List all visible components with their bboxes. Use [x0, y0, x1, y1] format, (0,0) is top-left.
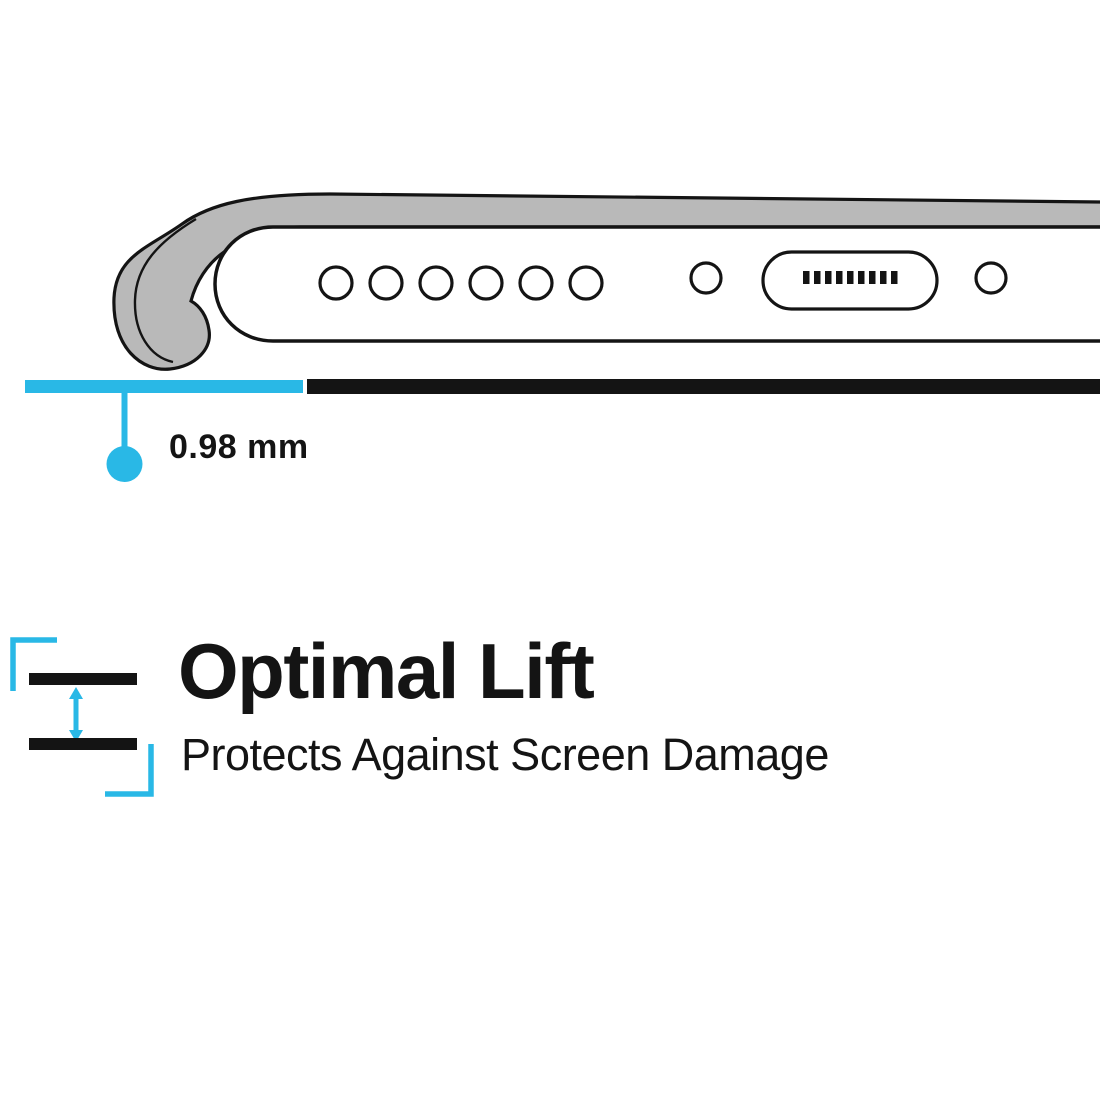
speaker-hole-icon	[568, 265, 604, 301]
measurement-label: 0.98 mm	[169, 428, 309, 466]
speaker-hole-icon	[318, 265, 354, 301]
measurement-line	[121, 393, 128, 449]
measurement-dot-icon	[106, 446, 143, 482]
feature-subtitle: Protects Against Screen Damage	[181, 729, 829, 780]
surface-bar-dark	[307, 379, 1100, 394]
upper-surface-bar	[29, 673, 137, 685]
measurement-indicator	[106, 393, 143, 482]
lift-spacing-icon	[10, 637, 154, 797]
charging-port	[761, 250, 939, 311]
double-arrow-icon	[69, 687, 83, 742]
screw-hole-left-icon	[689, 261, 723, 295]
speaker-hole-icon	[518, 265, 554, 301]
lower-surface-bar	[29, 738, 137, 750]
speaker-hole-icon	[368, 265, 404, 301]
speaker-hole-icon	[418, 265, 454, 301]
screw-hole-right-icon	[974, 261, 1008, 295]
bracket-bottom-right-icon	[105, 744, 154, 797]
case-inner-line	[133, 217, 197, 364]
feature-title: Optimal Lift	[178, 627, 595, 715]
surface-bar-accent	[25, 380, 303, 393]
charging-port-pins	[803, 271, 898, 284]
speaker-holes	[318, 265, 604, 301]
speaker-hole-icon	[468, 265, 504, 301]
bracket-top-left-icon	[10, 637, 57, 691]
